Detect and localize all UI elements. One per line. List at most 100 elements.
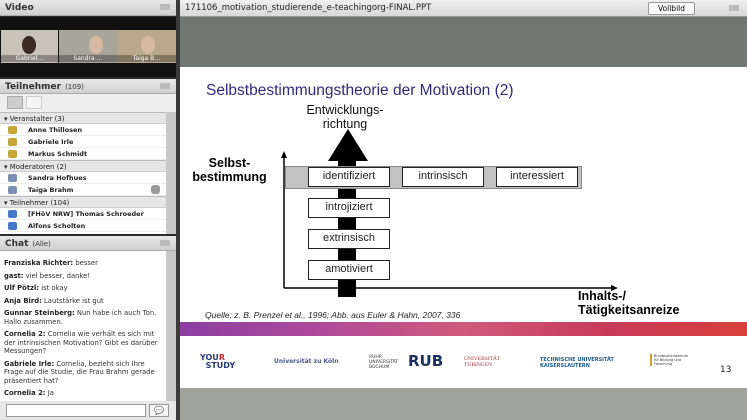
list-view-icon[interactable] (7, 96, 23, 109)
chat-message: Anja Bird: Lautstärke ist gut (4, 297, 162, 306)
chat-author: gast: (4, 271, 24, 280)
chat-author: Cornelia 2: (4, 389, 46, 397)
attendees-toolbar (0, 94, 176, 112)
attendee-row[interactable]: Sandra Hofhues (0, 172, 166, 184)
host-icon (8, 150, 17, 158)
chat-input[interactable] (6, 404, 146, 417)
chat-message: Ulf Pötzl: ist okay (4, 284, 162, 293)
attendee-row[interactable]: Alfons Scholten (0, 220, 166, 232)
chat-text: Cornelia wie verhält es sich mit der int… (4, 330, 158, 355)
chat-message: gast: viel besser, danke! (4, 272, 162, 281)
attendee-name: Anne Thillosen (28, 126, 83, 134)
chat-message: Cornelia 2: Cornelia wie verhält es sich… (4, 330, 162, 356)
logo-rub: RUB (408, 352, 444, 370)
box-amotiviert: amotiviert (308, 260, 390, 280)
attendee-name: Alfons Scholten (28, 222, 86, 230)
group-label: Moderatoren (2) (9, 163, 67, 171)
pod-menu-icon[interactable] (160, 240, 170, 246)
send-chat-icon[interactable]: 💬 (149, 404, 169, 417)
chat-author: Gunnar Steinberg: (4, 309, 75, 317)
box-extrinsisch: extrinsisch (308, 229, 390, 249)
attendees-title: Teilnehmer (5, 82, 62, 92)
chat-text: Cornelia, bezieht sich Ihre Frage auf di… (4, 359, 155, 385)
slide-title: Selbstbestimmungstheorie der Motivation … (206, 82, 514, 99)
chat-author: Franziska Richter: (4, 259, 74, 267)
attendee-name: Markus Schmidt (28, 150, 88, 158)
host-icon (8, 126, 17, 134)
pod-menu-icon[interactable] (160, 83, 170, 89)
chat-header: Chat(Alle) (0, 236, 176, 251)
y-label-line2: bestimmung (192, 170, 267, 184)
attendee-row[interactable]: Taiga Brahm (0, 184, 166, 196)
chat-author: Anja Bird: (4, 296, 42, 305)
x-label-line1: Inhalts-/ (578, 289, 626, 303)
chat-input-bar: 💬 (0, 401, 176, 420)
slide-margin-bottom (180, 388, 747, 420)
details-view-icon[interactable] (26, 96, 42, 109)
pod-menu-icon[interactable] (729, 5, 739, 11)
file-name: 171106_motivation_studierende_e-teaching… (185, 3, 432, 13)
video-name: Gabriel… (1, 55, 58, 62)
group-header[interactable]: ▾ Moderatoren (2) (0, 160, 166, 172)
logo-bmbf: Bundesministerium für Bildung und Forsch… (650, 354, 690, 366)
page-number: 13 (720, 365, 732, 375)
decorative-strip (180, 322, 747, 336)
attendee-name: Taiga Brahm (28, 186, 74, 194)
attendee-name: Gabriele Irle (28, 138, 74, 146)
video-title: Video (5, 3, 34, 13)
chat-text: ist okay (41, 284, 68, 292)
chat-text: Nun habe ich auch Ton. Hallo zusammen. (4, 309, 157, 326)
group-label: Veranstalter (3) (9, 115, 65, 123)
group-header[interactable]: ▾ Veranstalter (3) (0, 112, 166, 124)
slide: Selbstbestimmungstheorie der Motivation … (180, 67, 747, 388)
video-pod-header: Video (0, 0, 176, 16)
box-identifiziert: identifiziert (308, 167, 390, 187)
group-header[interactable]: ▾ Teilnehmer (104) (0, 196, 166, 208)
video-tile[interactable]: Gabriel… (1, 30, 58, 63)
chat-text: viel besser, danke! (25, 271, 91, 280)
participant-icon (8, 222, 17, 230)
microphone-icon (151, 185, 160, 194)
diagram-lines (281, 129, 618, 297)
chat-text: Ja (47, 389, 54, 397)
presenter-icon (8, 174, 17, 182)
arrow-label: Entwicklungs- richtung (306, 103, 384, 131)
participant-icon (8, 210, 17, 218)
attendee-scrollbar[interactable] (166, 112, 176, 234)
chat-title: Chat (5, 239, 29, 249)
attendee-row[interactable]: Anne Thillosen (0, 124, 166, 136)
arrow-head (328, 129, 368, 161)
chat-scope[interactable]: (Alle) (32, 240, 51, 248)
chat-message: Cornelia 2: Ja (4, 389, 162, 398)
logo-tuebingen: UNIVERSITÄT TÜBINGEN (464, 356, 501, 368)
y-axis-arrowhead (281, 151, 287, 158)
attendee-name: Sandra Hofhues (28, 174, 87, 182)
chat-text: Lautstärke ist gut (44, 296, 104, 305)
chat-author: Gabriele Irle: (4, 359, 55, 368)
host-icon (8, 138, 17, 146)
video-area: Gabriel… Sandra … Taiga B… (0, 17, 176, 77)
x-label-line2: Tätigkeitsanreize (578, 303, 680, 317)
attendees-header: Teilnehmer(109) (0, 79, 176, 94)
pod-menu-icon[interactable] (160, 4, 170, 10)
fullscreen-button[interactable]: Vollbild (648, 2, 695, 15)
presenter-icon (8, 186, 17, 194)
source-citation: Quelle: z. B. Prenzel et al., 1996; Abb.… (205, 310, 461, 320)
pod-divider (176, 0, 180, 420)
video-tile[interactable]: Sandra … (59, 30, 117, 63)
video-tile[interactable]: Taiga B… (117, 30, 176, 63)
chat-messages: Franziska Richter: besser gast: viel bess… (0, 251, 166, 401)
chat-message: Gunnar Steinberg: Nun habe ich auch Ton.… (4, 309, 162, 326)
attendee-list: ▾ Veranstalter (3) Anne Thillosen Gabrie… (0, 112, 166, 234)
attendee-row[interactable]: [FHöV NRW] Thomas Schroeder (0, 208, 166, 220)
group-label: Teilnehmer (104) (9, 199, 70, 207)
attendee-row[interactable]: Gabriele Irle (0, 136, 166, 148)
chat-scrollbar[interactable] (166, 251, 176, 401)
logo-rub-text: RUHR UNIVERSITÄT BOCHUM (369, 355, 399, 370)
chat-message: Franziska Richter: besser (4, 259, 162, 268)
y-axis-label: Selbst-bestimmung (182, 156, 277, 184)
attendees-count: (109) (65, 83, 84, 91)
x-axis-label: Inhalts-/Tätigkeitsanreize (578, 289, 679, 317)
attendee-row[interactable]: Markus Schmidt (0, 148, 166, 160)
box-introjiziert: introjiziert (308, 198, 390, 218)
